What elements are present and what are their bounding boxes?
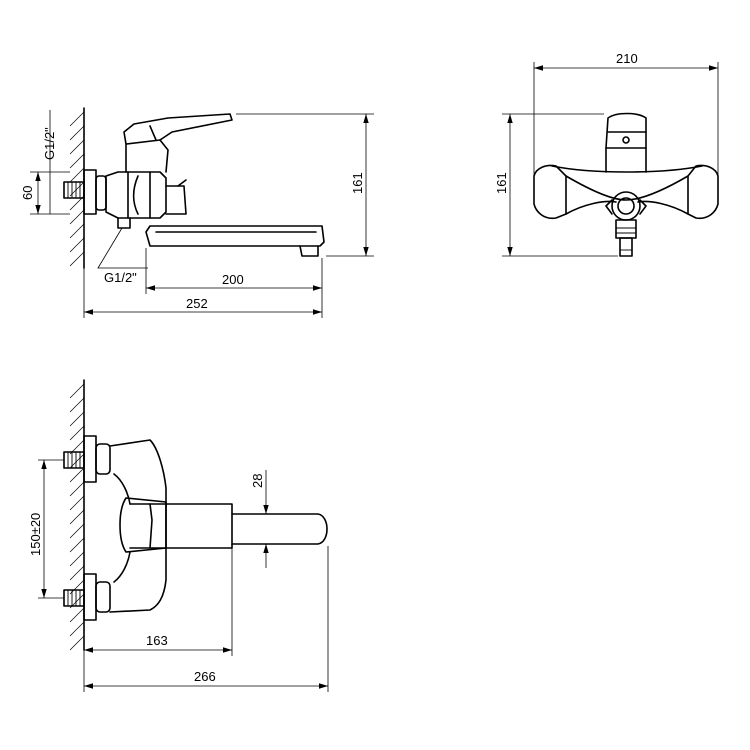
spout-top bbox=[231, 513, 328, 545]
mixer-body-top bbox=[109, 439, 233, 613]
dim-thread-lower-label: G1/2" bbox=[104, 270, 137, 285]
eccentric-fitting-side bbox=[63, 169, 107, 215]
dim-overall-depth-top-label: 266 bbox=[194, 669, 216, 684]
dim-height-front-label: 161 bbox=[494, 172, 509, 194]
mixer-body-side bbox=[105, 113, 233, 229]
front-view: 210 161 bbox=[494, 51, 719, 257]
side-view: G1/2" 60 161 G1/2" 200 252 bbox=[20, 107, 374, 318]
dimensions-top bbox=[38, 459, 329, 692]
dimensions-side bbox=[30, 110, 374, 318]
dim-height-side-label: 161 bbox=[350, 172, 365, 194]
dim-width-front-label: 210 bbox=[616, 51, 638, 66]
dim-thread-upper-label: G1/2" bbox=[42, 127, 57, 160]
dimensions-front bbox=[502, 62, 719, 257]
inlet-upper-top bbox=[63, 435, 111, 483]
dim-spout-length-label: 200 bbox=[222, 272, 244, 287]
dim-spout-diameter-label: 28 bbox=[250, 474, 265, 488]
top-view: 28 150±20 163 266 bbox=[28, 379, 329, 692]
dim-overall-depth-side-label: 252 bbox=[186, 296, 208, 311]
spout-side bbox=[145, 225, 325, 257]
dim-handle-depth-label: 163 bbox=[146, 633, 168, 648]
wall-top bbox=[69, 379, 85, 651]
dim-connection-label: 60 bbox=[20, 186, 35, 200]
inlet-lower-top bbox=[63, 573, 111, 621]
mixer-body-front bbox=[533, 112, 719, 257]
dim-centers-label: 150±20 bbox=[28, 513, 43, 556]
